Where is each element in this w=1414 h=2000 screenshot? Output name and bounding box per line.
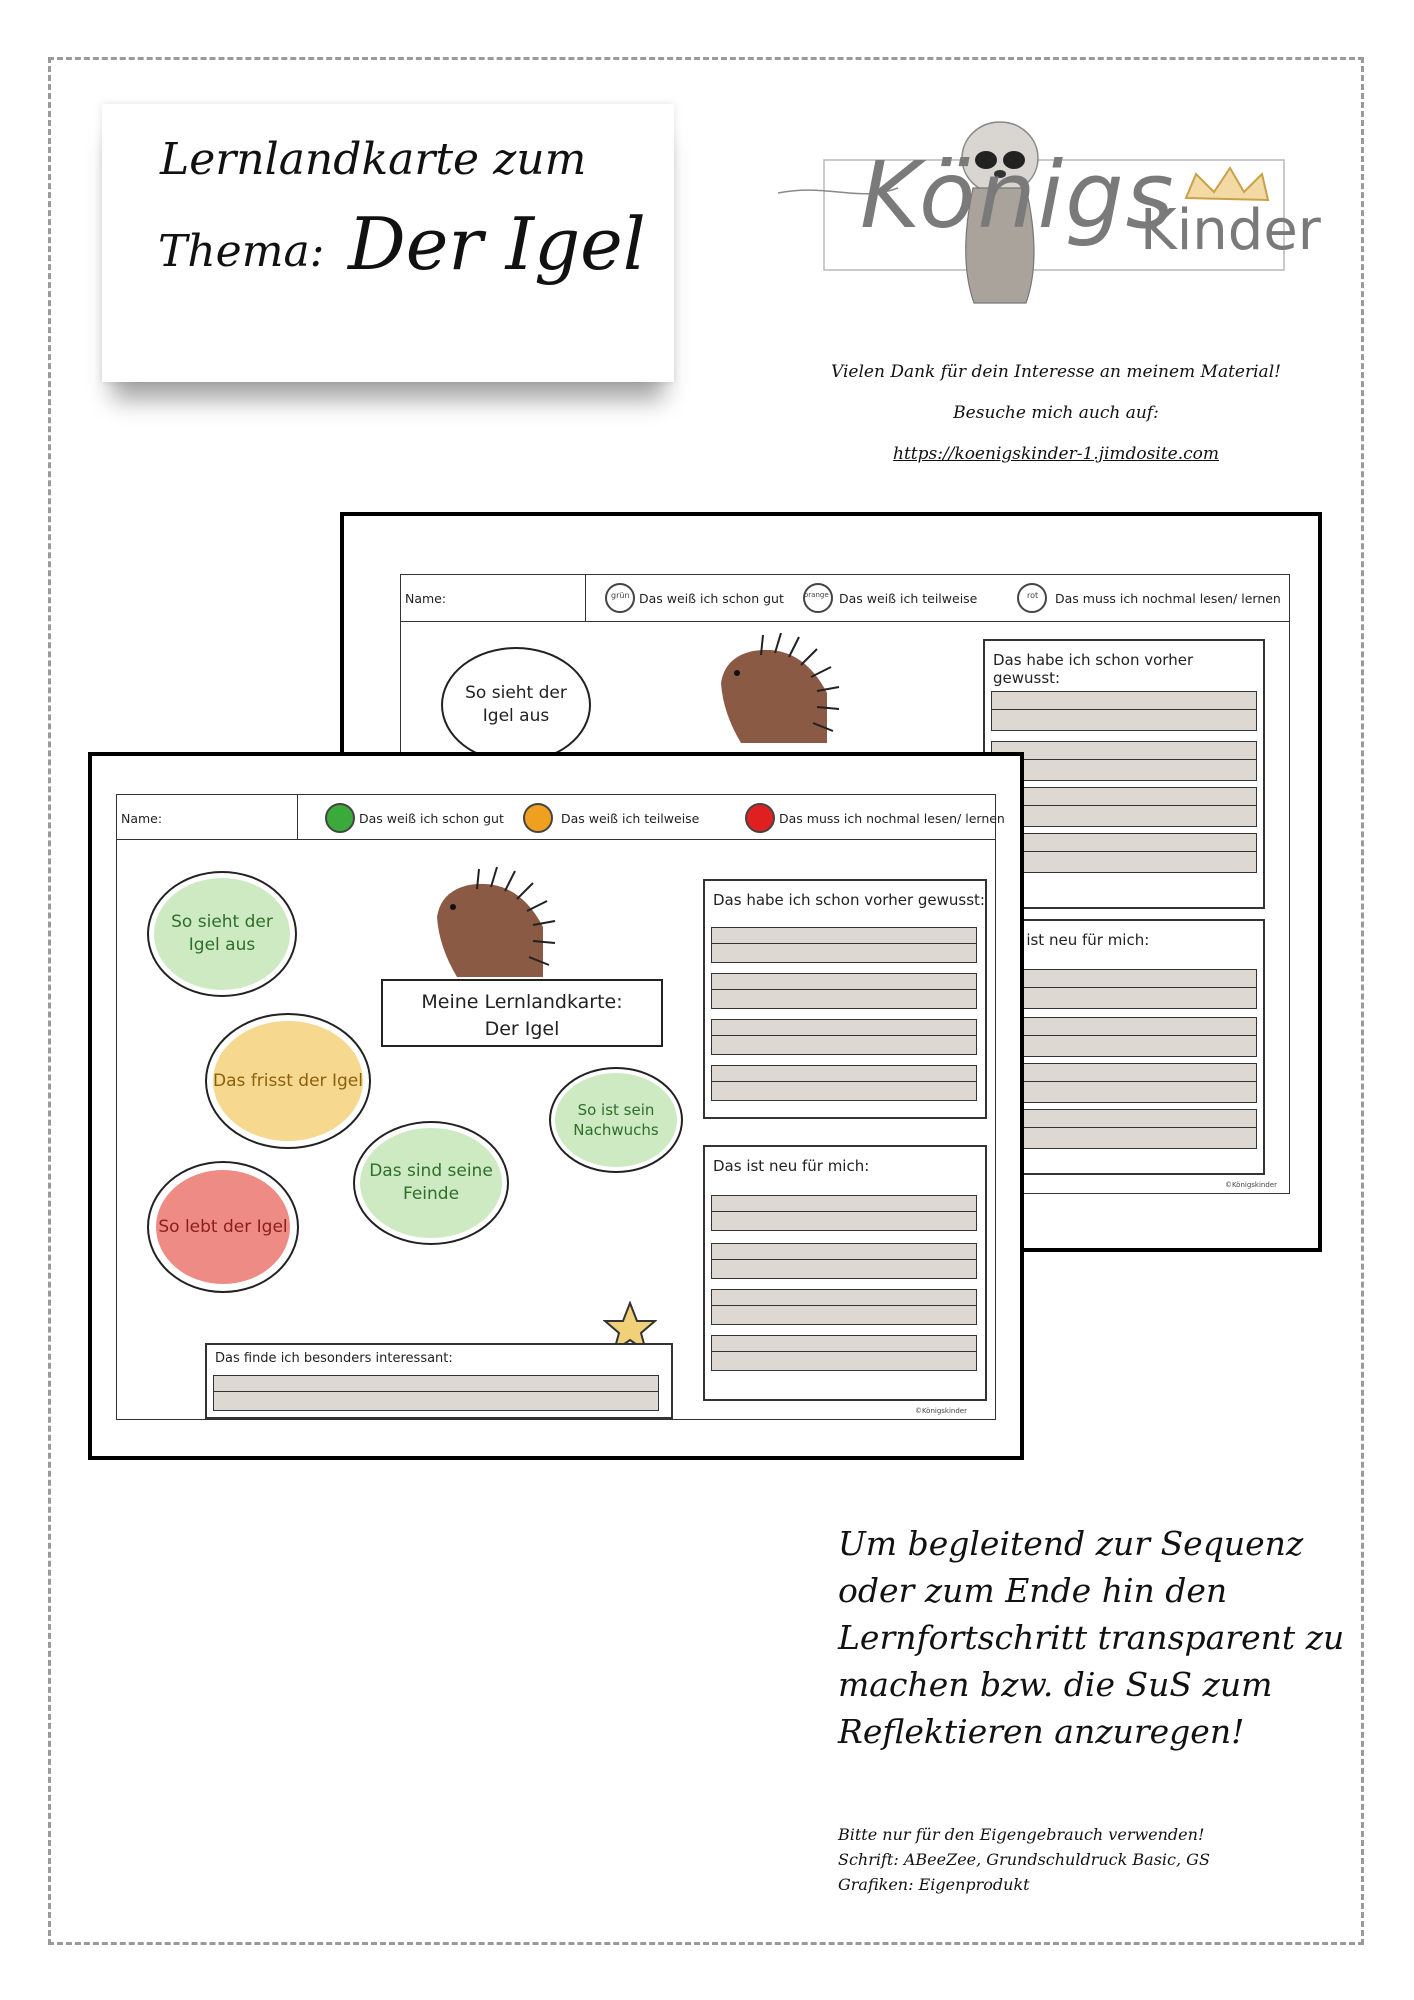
- front-sheet-inner: Name: Das weiß ich schon gut Das weiß ic…: [116, 794, 1005, 1420]
- back-name-label: Name:: [405, 591, 447, 606]
- writing-lines: [991, 1017, 1257, 1057]
- back-sheet-inner: Name: grün Das weiß ich schon gut orange…: [400, 574, 1290, 1194]
- bubble-food: Das frisst der Igel: [205, 1013, 371, 1149]
- description-text: Um begleitend zur Sequenz oder zum Ende …: [838, 1524, 1345, 1751]
- front-name-label: Name:: [121, 811, 163, 826]
- legend-red-dot-icon: [745, 803, 775, 833]
- front-copyright: ©Königskinder: [914, 1407, 967, 1415]
- writing-lines: [991, 969, 1257, 1009]
- legend-circle-icon: [1017, 583, 1047, 613]
- website-link[interactable]: https://koenigskinder-1.jimdosite.com: [893, 444, 1219, 464]
- legend-green-dot-icon: [325, 803, 355, 833]
- map-title-box: Meine Lernlandkarte: Der Igel: [381, 979, 663, 1047]
- star-icon: [603, 1301, 657, 1354]
- writing-lines: [711, 927, 977, 963]
- writing-lines: [991, 1109, 1257, 1149]
- footer-line-2: Schrift: ABeeZee, Grundschuldruck Basic,…: [838, 1850, 1210, 1869]
- legend-circle-icon: [605, 583, 635, 613]
- hedgehog-icon: [437, 866, 556, 977]
- front-sheet-header: Name: Das weiß ich schon gut Das weiß ic…: [117, 795, 1005, 840]
- map-title-line-2: Der Igel: [484, 1017, 560, 1040]
- writing-lines: [991, 741, 1257, 781]
- writing-lines: [991, 787, 1257, 827]
- footer-line-3: Grafiken: Eigenprodukt: [838, 1875, 1030, 1894]
- map-title-line-1: Meine Lernlandkarte:: [421, 991, 623, 1013]
- back-box-new: Das ist neu für mich:: [983, 919, 1265, 1175]
- back-sheet-header: Name: grün Das weiß ich schon gut orange…: [401, 575, 1289, 622]
- worksheet-preview-front: Name: Das weiß ich schon gut Das weiß ic…: [88, 752, 1024, 1460]
- back-box-known: Das habe ich schon vorher gewusst:: [983, 639, 1265, 909]
- logo-frame-icon: [777, 121, 1285, 304]
- writing-lines: [711, 1019, 977, 1055]
- writing-lines: [991, 691, 1257, 731]
- bubble-appearance: So sieht der Igel aus: [147, 871, 297, 997]
- writing-lines: [711, 973, 977, 1009]
- writing-lines: [711, 1195, 977, 1231]
- footer-notes: Bitte nur für den Eigengebrauch verwende…: [838, 1822, 1210, 1897]
- page-border: [48, 57, 1364, 1945]
- thanks-line: Vielen Dank für dein Interesse an meinem…: [831, 362, 1281, 382]
- writing-lines: [711, 1335, 977, 1371]
- title-line-2-prefix: Thema:: [158, 226, 325, 277]
- hedgehog-icon: [721, 633, 840, 743]
- box-known: Das habe ich schon vorher gewusst:: [703, 879, 987, 1119]
- bubble-offspring: So ist sein Nachwuchs: [549, 1067, 683, 1173]
- legend-orange-dot-icon: [523, 803, 553, 833]
- logo-word-kinder: Kinder: [1140, 198, 1321, 263]
- title-line-1: Lernlandkarte zum: [160, 134, 587, 185]
- bubble-habitat: So lebt der Igel: [147, 1161, 299, 1293]
- footer-line-1: Bitte nur für den Eigengebrauch verwende…: [838, 1825, 1205, 1844]
- writing-lines: [991, 833, 1257, 873]
- koenigskinder-logo: Königs Kinder: [768, 88, 1328, 328]
- back-copyright: ©Königskinder: [1224, 1181, 1277, 1189]
- writing-lines: [711, 1243, 977, 1279]
- writing-lines: [711, 1065, 977, 1101]
- bubble-enemies: Das sind seine Feinde: [353, 1121, 509, 1245]
- front-header-divider: [297, 795, 298, 839]
- writing-lines: [711, 1289, 977, 1325]
- title-line-2-topic: Der Igel: [348, 202, 646, 286]
- writing-lines: [213, 1375, 659, 1411]
- logo-word-koenigs: Königs: [860, 142, 1176, 249]
- back-bubble-appearance: So sieht der Igel aus: [441, 647, 591, 763]
- title-card: Lernlandkarte zum Thema: Der Igel: [102, 104, 674, 382]
- back-header-divider: [585, 575, 586, 621]
- visit-line: Besuche mich auch auf:: [953, 403, 1159, 423]
- box-new: Das ist neu für mich:: [703, 1145, 987, 1401]
- box-interesting: Das finde ich besonders interessant:: [205, 1343, 673, 1419]
- legend-circle-icon: [803, 583, 833, 613]
- writing-lines: [991, 1063, 1257, 1103]
